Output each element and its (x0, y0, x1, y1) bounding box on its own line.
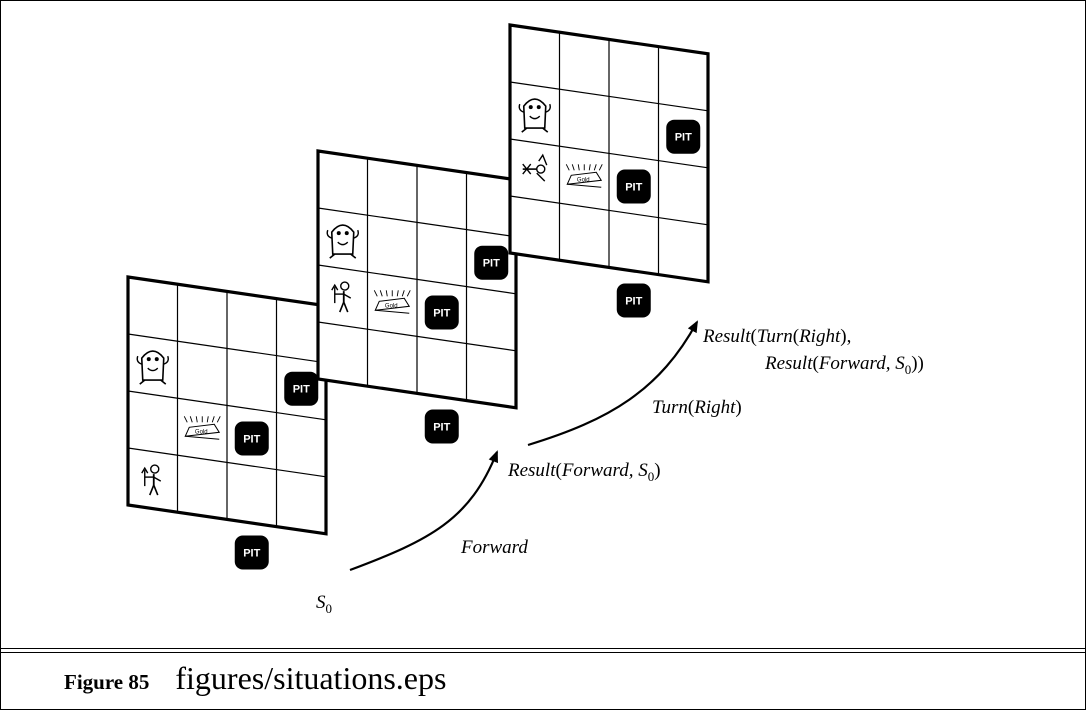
caption-separator-top (0, 648, 1086, 649)
pit-icon: PIT (424, 409, 459, 444)
pit-icon: PIT (616, 169, 651, 204)
label-forward: Forward (460, 537, 528, 558)
grid-line (317, 321, 517, 352)
board-after-forward: PIT PIT PIT Gold (316, 149, 518, 444)
label-result-turn-line1: Result(Turn(Right), (702, 326, 851, 347)
pit-label: PIT (243, 548, 260, 560)
pit-icon: PIT (474, 245, 509, 280)
gold-label: Gold (195, 429, 208, 435)
pit-icon: PIT (234, 535, 269, 570)
pit-label: PIT (625, 296, 642, 308)
grid-line (317, 264, 517, 295)
pit-label: PIT (433, 308, 450, 320)
wumpus-icon (518, 98, 551, 133)
turn-right-arrow (527, 320, 698, 447)
gold-icon: Gold (565, 164, 603, 188)
board-border (126, 275, 328, 536)
pit-icon: PIT (284, 371, 319, 406)
label-turn-right: Turn(Right) (652, 397, 742, 418)
situations-diagram: PITPITPITGoldPITPITPITGoldPITPITPITGold … (126, 23, 924, 616)
wumpus-icon (326, 224, 359, 259)
figure-filename: figures/situations.eps (175, 660, 447, 696)
figure-caption: Figure 85 figures/situations.eps (64, 660, 446, 700)
agent-icon (141, 464, 162, 496)
pit-icon: PIT (616, 283, 651, 318)
grid-line (127, 447, 327, 478)
gold-label: Gold (577, 177, 590, 183)
board-border (316, 149, 518, 410)
pit-label: PIT (625, 182, 642, 194)
label-s0: S0 (316, 592, 332, 616)
figure-number: Figure 85 (64, 670, 150, 694)
pit-label: PIT (243, 434, 260, 446)
agent-icon (331, 281, 352, 313)
grid-line (127, 390, 327, 421)
wumpus-icon (136, 350, 169, 385)
label-result-forward: Result(Forward, S0) (507, 460, 661, 484)
gold-icon: Gold (373, 290, 411, 314)
pit-icon: PIT (234, 421, 269, 456)
pit-label: PIT (483, 258, 500, 270)
pit-label: PIT (433, 422, 450, 434)
board-S0: PIT PIT PIT Gold (126, 275, 328, 570)
pit-icon: PIT (424, 295, 459, 330)
gold-label: Gold (385, 303, 398, 309)
pit-icon: PIT (666, 119, 701, 154)
pit-label: PIT (675, 132, 692, 144)
agent-icon (522, 153, 548, 182)
board-border (508, 23, 710, 284)
pit-label: PIT (293, 384, 310, 396)
grid-line (509, 195, 709, 226)
grid-line (509, 138, 709, 169)
caption-separator-bottom (0, 652, 1086, 653)
board-after-turn-right: PIT PIT PIT Gold (508, 23, 710, 318)
forward-arrow (349, 450, 499, 572)
label-result-turn-line2: Result(Forward, S0)) (764, 353, 924, 377)
gold-icon: Gold (183, 416, 221, 440)
